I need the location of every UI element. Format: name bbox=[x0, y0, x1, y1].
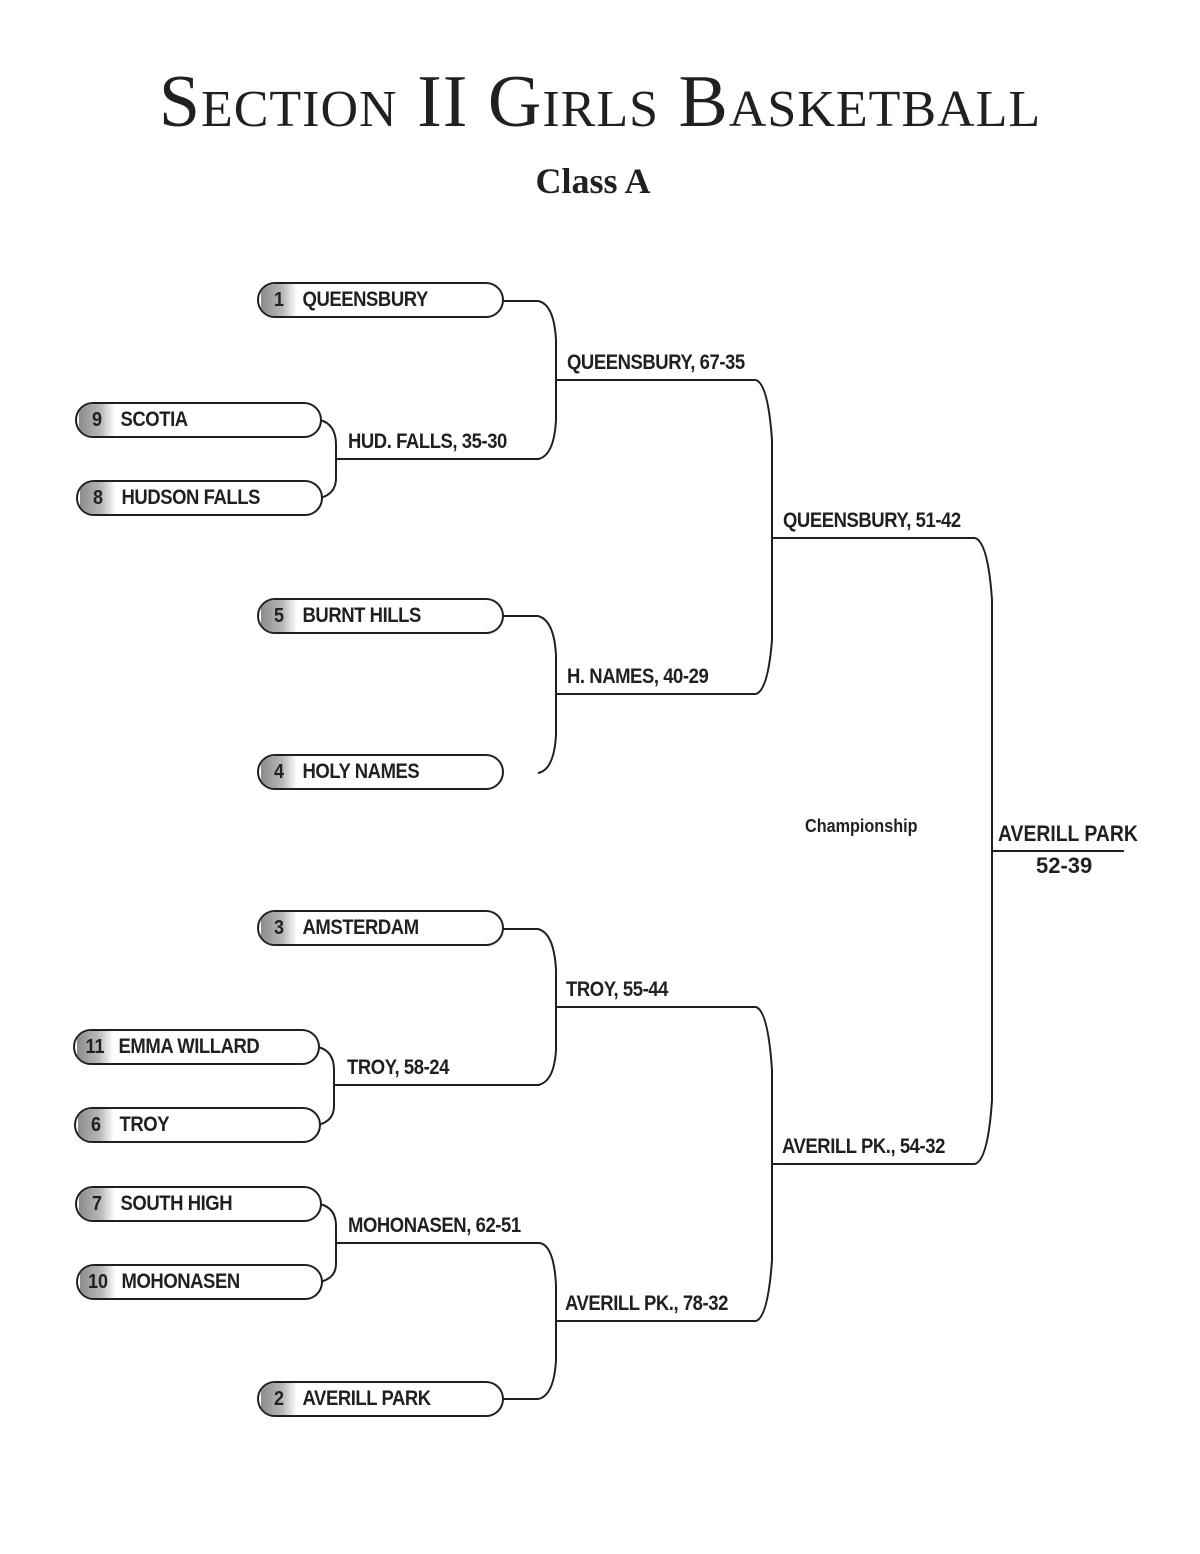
page-title: Section II Girls Basketball bbox=[158, 61, 1042, 143]
connector-r1-hudfalls bbox=[319, 419, 540, 499]
team-name: SOUTH HIGH bbox=[120, 1192, 233, 1215]
seed-badge: 2 bbox=[261, 1383, 297, 1415]
seed-badge: 3 bbox=[261, 912, 297, 944]
connector-qf-troy bbox=[502, 928, 756, 1086]
connector-final bbox=[974, 537, 1124, 1165]
connector-sf-queensbury bbox=[755, 379, 975, 695]
team-name: AMSTERDAM bbox=[302, 916, 420, 939]
team-name: QUEENSBURY bbox=[302, 288, 429, 311]
seed-badge: 7 bbox=[79, 1188, 115, 1220]
result-r1-mohonasen: MOHONASEN, 62-51 bbox=[348, 1214, 521, 1237]
connector-qf-hnames bbox=[502, 615, 756, 774]
team-slot-hudson-falls: 8 HUDSON FALLS bbox=[76, 480, 323, 516]
class-subtitle: Class A bbox=[535, 161, 651, 201]
result-sf-averill: AVERILL PK., 54-32 bbox=[782, 1135, 945, 1158]
seed-badge: 4 bbox=[261, 756, 297, 788]
championship-label: Championship bbox=[805, 816, 918, 836]
team-name: HOLY NAMES bbox=[302, 760, 420, 783]
result-qf-troy: TROY, 55-44 bbox=[566, 978, 668, 1001]
result-qf-averill: AVERILL PK., 78-32 bbox=[565, 1292, 728, 1315]
seed-badge: 8 bbox=[80, 482, 116, 514]
seed-badge: 10 bbox=[80, 1266, 116, 1298]
result-r1-troy: TROY, 58-24 bbox=[347, 1056, 449, 1079]
team-name: SCOTIA bbox=[120, 408, 189, 431]
team-name: TROY bbox=[119, 1113, 170, 1136]
seed-badge: 1 bbox=[261, 284, 297, 316]
seed-badge: 9 bbox=[79, 404, 115, 436]
team-slot-troy: 6 TROY bbox=[74, 1107, 321, 1143]
team-slot-holy-names: 4 HOLY NAMES bbox=[257, 754, 504, 790]
seed-badge: 6 bbox=[78, 1109, 114, 1141]
connector-r1-troy bbox=[317, 1046, 540, 1126]
team-slot-mohonasen: 10 MOHONASEN bbox=[76, 1264, 323, 1300]
team-name: BURNT HILLS bbox=[302, 604, 422, 627]
team-slot-emma-willard: 11 EMMA WILLARD bbox=[73, 1029, 320, 1065]
connector-r1-mohonasen bbox=[319, 1203, 540, 1283]
seed-badge: 5 bbox=[261, 600, 297, 632]
connector-sf-averill bbox=[755, 1006, 975, 1322]
team-slot-south-high: 7 SOUTH HIGH bbox=[75, 1186, 322, 1222]
result-r1-hudfalls: HUD. FALLS, 35-30 bbox=[348, 430, 507, 453]
result-qf-queensbury: QUEENSBURY, 67-35 bbox=[567, 351, 745, 374]
championship-score: 52-39 bbox=[1036, 853, 1093, 878]
team-name: MOHONASEN bbox=[121, 1270, 241, 1293]
champion-name: AVERILL PARK bbox=[998, 821, 1138, 846]
connector-qf-queensbury bbox=[502, 300, 756, 460]
connector-qf-averill bbox=[502, 1242, 756, 1400]
team-slot-averill-park: 2 AVERILL PARK bbox=[257, 1381, 504, 1417]
team-name: HUDSON FALLS bbox=[121, 486, 261, 509]
result-qf-hnames: H. NAMES, 40-29 bbox=[567, 665, 709, 688]
seed-badge: 11 bbox=[77, 1031, 113, 1063]
team-slot-queensbury: 1 QUEENSBURY bbox=[257, 282, 504, 318]
team-slot-amsterdam: 3 AMSTERDAM bbox=[257, 910, 504, 946]
team-slot-burnt-hills: 5 BURNT HILLS bbox=[257, 598, 504, 634]
team-slot-scotia: 9 SCOTIA bbox=[75, 402, 322, 438]
result-sf-queensbury: QUEENSBURY, 51-42 bbox=[783, 509, 961, 532]
team-name: AVERILL PARK bbox=[302, 1387, 432, 1410]
team-name: EMMA WILLARD bbox=[118, 1035, 260, 1058]
